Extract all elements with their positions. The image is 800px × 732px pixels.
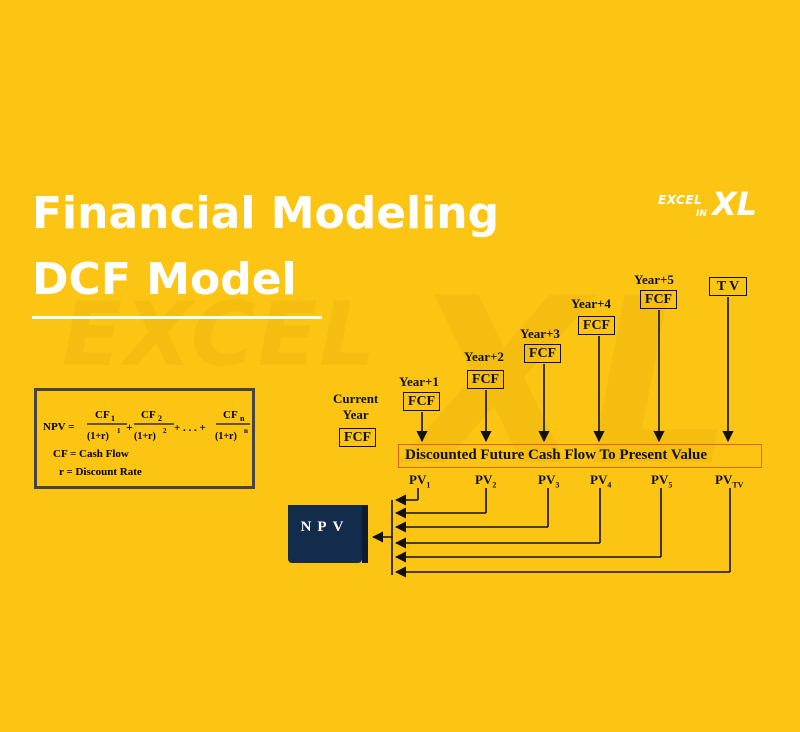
npv-formula-svg: NPV = CF 1 (1+r) 1 + CF 2 (1+r) 2 + . . … (43, 409, 250, 478)
fcf-box-year4: FCF (578, 316, 615, 335)
formula-cfn-sub: n (240, 414, 245, 423)
period-label-year5: Year+5 (634, 272, 674, 287)
fcf-box-current: FCF (339, 428, 376, 447)
discounted-cash-flow-bar: Discounted Future Cash Flow To Present V… (398, 444, 762, 468)
formula-den1: (1+r) (87, 431, 109, 442)
watermark-xl-text: XL (410, 250, 734, 517)
pv-label-2-sub: 2 (492, 480, 497, 490)
pv-label-5: PV5 (651, 472, 672, 490)
formula-exp1: 1 (117, 427, 121, 435)
pv-label-3-text: PV (538, 472, 556, 487)
pv-label-1-text: PV (409, 472, 427, 487)
logo-in-text: IN (696, 209, 707, 219)
pv-label-3: PV3 (538, 472, 559, 490)
formula-dots: + . . . + (174, 422, 206, 434)
pv-label-4-sub: 4 (607, 480, 612, 490)
period-label-year3: Year+3 (520, 326, 560, 341)
formula-def-r: r = Discount Rate (59, 466, 142, 478)
pv-label-5-sub: 5 (668, 480, 673, 490)
formula-cf1: CF (95, 409, 110, 421)
formula-def-cf: CF = Cash Flow (53, 448, 129, 460)
title-line-1: Financial Modeling (32, 188, 500, 239)
logo-excel-text: EXCEL (658, 193, 703, 207)
npv-formula-box: NPV = CF 1 (1+r) 1 + CF 2 (1+r) 2 + . . … (34, 388, 255, 489)
fcf-box-year3: FCF (524, 344, 561, 363)
pv-label-2-text: PV (475, 472, 493, 487)
period-label-current-line-2: Year (342, 407, 369, 422)
period-label-current-line-1: Current (333, 391, 379, 406)
formula-cf2-sub: 2 (158, 414, 162, 423)
formula-plus-1: + (126, 420, 133, 434)
formula-denn: (1+r) (215, 431, 237, 442)
pv-label-2: PV2 (475, 472, 496, 490)
pv-label-1: PV1 (409, 472, 430, 490)
formula-cf1-sub: 1 (111, 414, 115, 423)
logo-xl-text: XL (712, 185, 758, 223)
pv-label-1-sub: 1 (426, 480, 431, 490)
tv-box: T V (709, 277, 747, 296)
formula-cfn: CF (223, 409, 238, 421)
pv-label-5-text: PV (651, 472, 669, 487)
watermark-excel-text: EXCEL (62, 283, 378, 386)
pv-label-tv-text: PV (715, 472, 733, 487)
pv-label-tv: PVTV (715, 472, 743, 490)
period-label-year4: Year+4 (571, 296, 611, 311)
pv-label-4: PV4 (590, 472, 611, 490)
fcf-box-year1: FCF (403, 392, 440, 411)
excel-in-xl-logo: EXCEL IN XL (658, 187, 768, 237)
formula-expn: n (244, 427, 248, 435)
period-label-year1: Year+1 (399, 374, 439, 389)
formula-exp2: 2 (163, 427, 167, 435)
formula-cf2: CF (141, 409, 156, 421)
fcf-box-year5: FCF (640, 290, 677, 309)
title-underline (32, 316, 322, 319)
fcf-box-year2: FCF (467, 370, 504, 389)
period-label-year2: Year+2 (464, 349, 504, 364)
pv-label-tv-sub: TV (732, 480, 744, 490)
title-line-2: DCF Model (32, 254, 297, 305)
pv-label-3-sub: 3 (555, 480, 560, 490)
period-label-current-year: Current Year (333, 391, 378, 423)
npv-box: NPV (288, 505, 368, 563)
formula-npv-lhs: NPV = (43, 421, 74, 433)
formula-den2: (1+r) (134, 431, 156, 442)
pv-label-4-text: PV (590, 472, 608, 487)
